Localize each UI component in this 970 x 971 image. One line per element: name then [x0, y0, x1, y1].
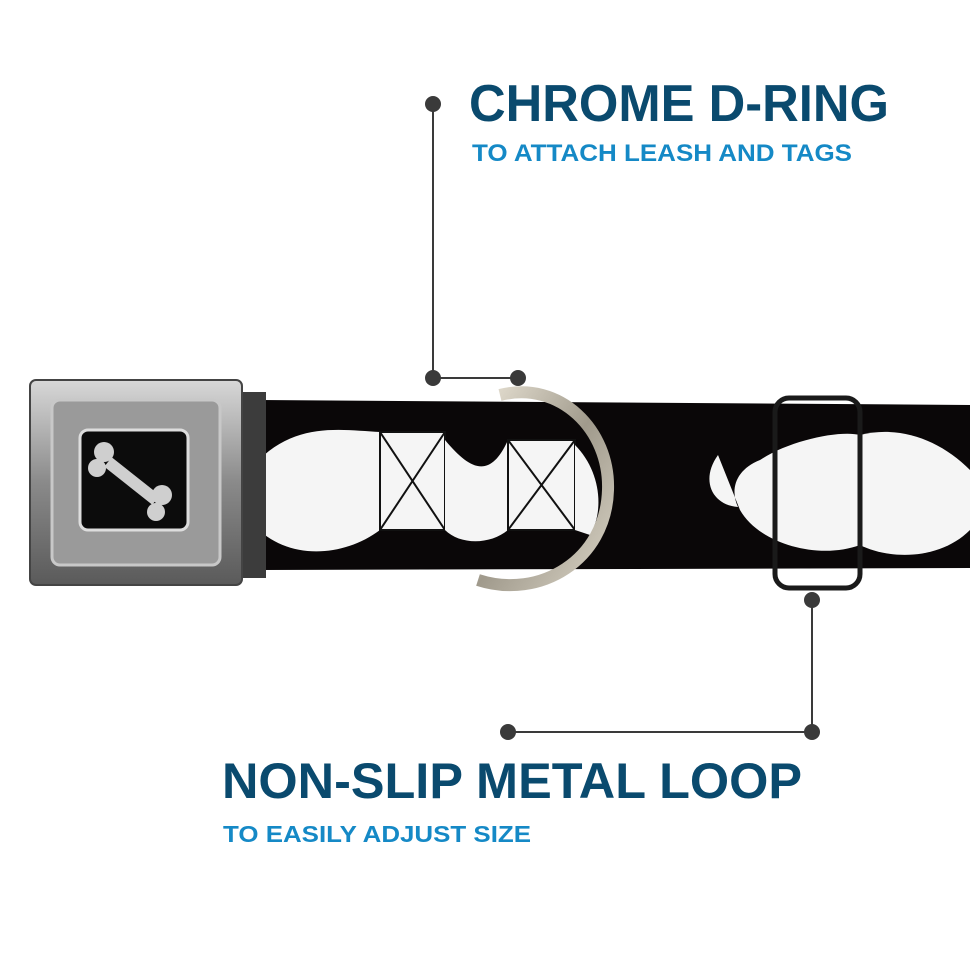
d-ring-leader-line [425, 96, 526, 386]
metal-loop-leader-line [500, 592, 820, 740]
bone-icon [88, 442, 172, 521]
mustache-pattern [709, 431, 970, 555]
d-ring-title: CHROME D-RING [469, 75, 889, 133]
metal-loop-title: NON-SLIP METAL LOOP [222, 753, 802, 809]
metal-loop [772, 395, 863, 591]
d-ring-subtitle: TO ATTACH LEASH AND TAGS [472, 140, 852, 167]
seatbelt-buckle [29, 379, 266, 586]
d-ring [476, 386, 615, 592]
metal-loop-subtitle: TO EASILY ADJUST SIZE [223, 821, 531, 847]
mustache-pattern [250, 429, 599, 552]
